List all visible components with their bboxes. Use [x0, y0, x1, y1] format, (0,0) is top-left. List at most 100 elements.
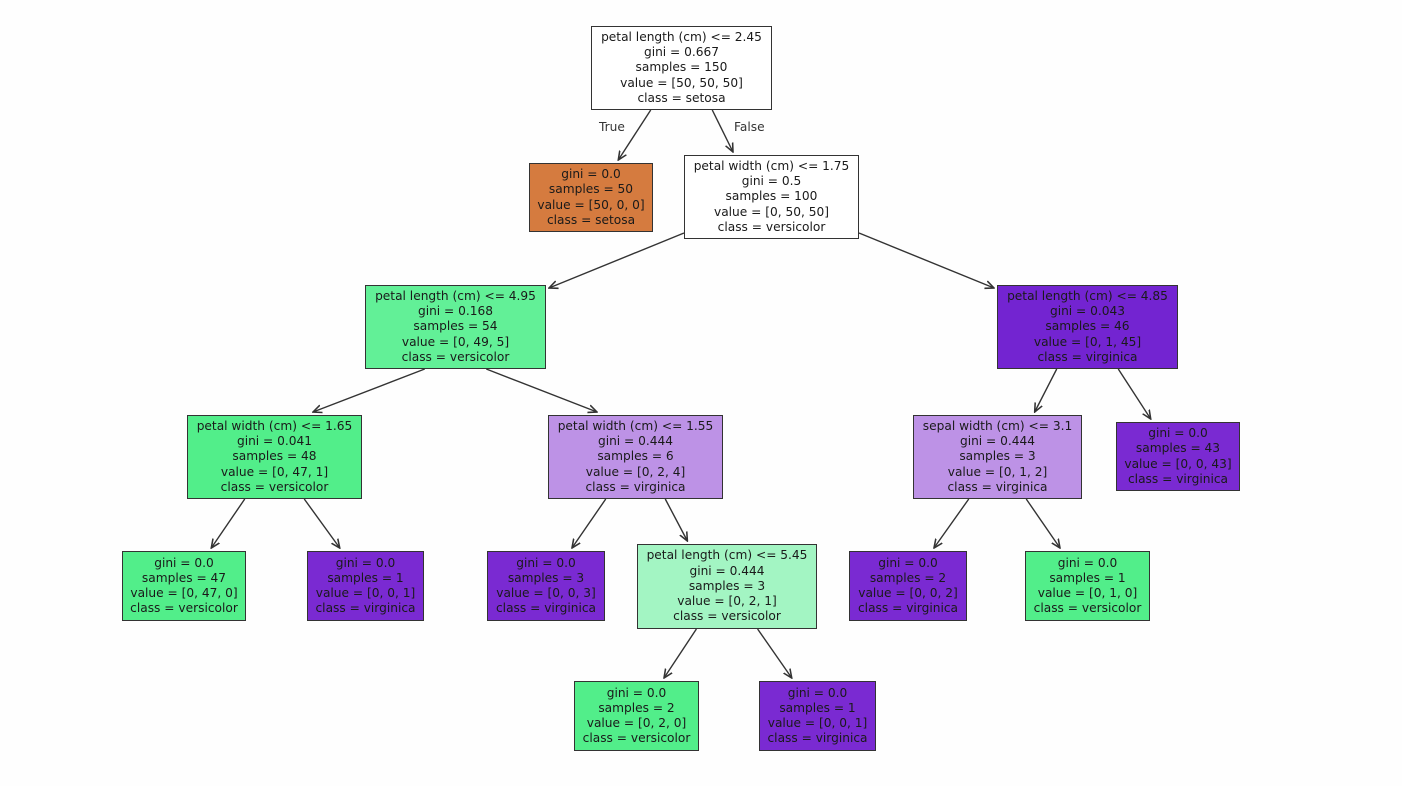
node-line: gini = 0.667 — [643, 45, 720, 60]
node-line: value = [0, 0, 3] — [496, 586, 596, 600]
node-line: class = virginica — [857, 601, 958, 616]
node-line: samples = 48 — [232, 449, 317, 464]
node-line: samples = 2 — [869, 570, 947, 585]
edge-label-false: False — [734, 120, 765, 134]
node-line: gini = 0.0 — [154, 555, 214, 570]
node-line: class = versicolor — [717, 219, 826, 234]
node-line: sepal width (cm) <= 3.1 — [922, 418, 1073, 433]
node-line: class = virginica — [1127, 471, 1228, 486]
node-line: value = [0, 0, 2] — [858, 586, 958, 600]
node-line: gini = 0.444 — [689, 563, 765, 578]
node-line: samples = 50 — [548, 182, 634, 197]
node-line: gini = 0.0 — [878, 555, 938, 570]
node-line: value = [0, 47, 1] — [220, 464, 329, 479]
node-line: petal width (cm) <= 1.75 — [693, 158, 850, 173]
edge-n4-n7 — [1035, 368, 1058, 412]
node-line: class = virginica — [495, 601, 596, 616]
edge-root-n1 — [618, 109, 652, 160]
node-line: class = setosa — [637, 90, 726, 105]
node-line: gini = 0.444 — [597, 434, 674, 449]
node-line: class = virginica — [315, 601, 416, 616]
node-line: class = virginica — [947, 479, 1048, 494]
node-line: gini = 0.168 — [417, 304, 494, 319]
node-line: class = versicolor — [401, 349, 510, 364]
node-line: value = [0, 50, 50] — [713, 204, 830, 219]
node-line: value = [0, 0, 1] — [315, 586, 416, 600]
node-line: gini = 0.0 — [1148, 426, 1208, 441]
edge-n2-n4 — [858, 232, 994, 288]
edge-root-n2 — [711, 109, 733, 152]
edge-n2-n3 — [549, 232, 685, 288]
edge-n12-n16 — [757, 628, 792, 678]
node-line: samples = 1 — [1049, 570, 1126, 585]
node-line: value = [0, 2, 0] — [586, 716, 687, 730]
edge-label-true: True — [599, 120, 625, 134]
edge-n5-n10 — [303, 498, 340, 548]
node-line: samples = 46 — [1045, 319, 1130, 334]
node-line: class = versicolor — [582, 731, 691, 746]
node-line: samples = 2 — [598, 700, 675, 715]
edge-n6-n12 — [664, 498, 687, 541]
edge-n5-n9 — [211, 498, 246, 548]
edge-n3-n6 — [486, 368, 597, 412]
node-line: petal width (cm) <= 1.65 — [196, 418, 353, 433]
node-line: value = [0, 0, 43] — [1124, 456, 1232, 471]
edge-n6-n11 — [572, 498, 607, 548]
node-line: samples = 54 — [413, 319, 498, 334]
node-line: samples = 3 — [688, 578, 766, 593]
node-line: gini = 0.444 — [959, 434, 1036, 449]
node-line: class = versicolor — [130, 601, 238, 616]
edge-n4-n8 — [1117, 368, 1150, 419]
node-line: petal length (cm) <= 5.45 — [646, 548, 808, 563]
node-line: value = [0, 2, 1] — [677, 594, 777, 609]
node-line: samples = 100 — [725, 189, 818, 204]
node-line: samples = 3 — [507, 570, 585, 585]
node-line: gini = 0.0 — [561, 167, 621, 182]
node-line: value = [50, 0, 0] — [537, 197, 645, 212]
node-line: samples = 47 — [141, 570, 227, 585]
node-line: samples = 3 — [959, 449, 1036, 464]
edge-n12-n15 — [664, 628, 697, 678]
node-line: value = [0, 47, 0] — [130, 586, 238, 600]
node-line: gini = 0.0 — [787, 685, 848, 700]
node-line: class = virginica — [1037, 349, 1138, 364]
node-line: petal length (cm) <= 4.95 — [375, 288, 536, 303]
node-line: gini = 0.0 — [606, 685, 667, 700]
node-line: petal width (cm) <= 1.55 — [557, 418, 714, 433]
node-line: value = [50, 50, 50] — [620, 75, 743, 90]
node-line: value = [0, 49, 5] — [401, 334, 510, 349]
node-line: class = virginica — [767, 731, 868, 746]
node-line: samples = 1 — [327, 570, 404, 585]
node-line: value = [0, 2, 4] — [585, 464, 686, 479]
edge-n7-n14 — [1025, 498, 1060, 548]
node-line: samples = 43 — [1135, 441, 1221, 456]
node-line: class = versicolor — [220, 479, 329, 494]
node-line: class = setosa — [546, 212, 636, 227]
node-line: value = [0, 1, 2] — [947, 464, 1048, 479]
node-line: samples = 1 — [779, 700, 856, 715]
node-line: gini = 0.043 — [1049, 304, 1126, 319]
node-line: gini = 0.041 — [236, 434, 313, 449]
node-line: gini = 0.0 — [1057, 555, 1118, 570]
node-line: gini = 0.5 — [741, 174, 802, 189]
edge-n3-n5 — [313, 368, 425, 412]
node-line: class = virginica — [585, 479, 686, 494]
node-line: gini = 0.0 — [516, 555, 576, 570]
